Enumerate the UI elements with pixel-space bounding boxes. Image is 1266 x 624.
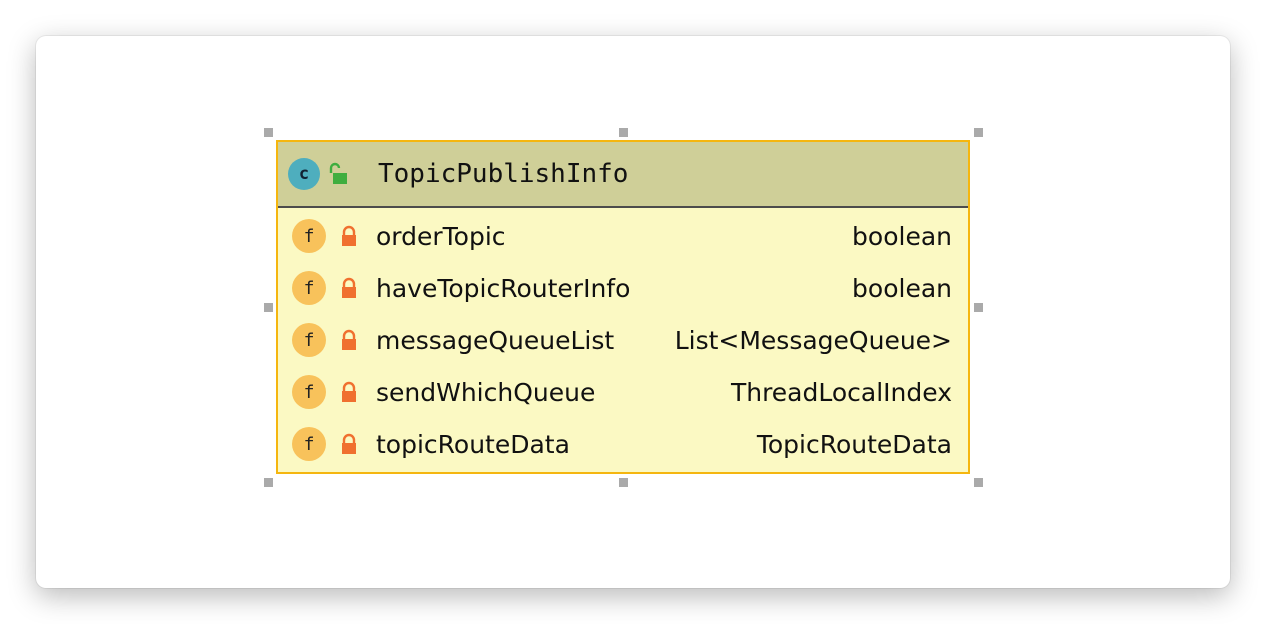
field-icon-letter: f [303, 225, 315, 247]
field-name: orderTopic [376, 221, 506, 251]
field-icon-letter: f [303, 277, 315, 299]
uml-class-node[interactable]: c TopicPublishInfo f orderTopic boolean … [276, 140, 970, 474]
field-name: topicRouteData [376, 429, 570, 459]
field-type: boolean [852, 221, 952, 251]
field-row-sendWhichQueue[interactable]: f sendWhichQueue ThreadLocalIndex [278, 366, 968, 418]
field-icon: f [292, 427, 326, 461]
class-icon-letter: c [298, 164, 310, 184]
field-icon-letter: f [303, 381, 315, 403]
field-type: List<MessageQueue> [674, 325, 952, 355]
private-lock-icon [342, 381, 356, 402]
field-row-topicRouteData[interactable]: f topicRouteData TopicRouteData [278, 418, 968, 470]
field-name: messageQueueList [376, 325, 615, 355]
private-lock-icon [342, 433, 356, 454]
resize-handle-bottom[interactable] [619, 478, 628, 487]
field-icon: f [292, 219, 326, 253]
class-name: TopicPublishInfo [378, 159, 629, 189]
private-lock-icon [342, 225, 356, 246]
private-lock-icon [342, 277, 356, 298]
resize-handle-left[interactable] [264, 303, 273, 312]
field-row-haveTopicRouterInfo[interactable]: f haveTopicRouterInfo boolean [278, 262, 968, 314]
resize-handle-bottom-left[interactable] [264, 478, 273, 487]
field-icon-letter: f [303, 329, 315, 351]
field-list: f orderTopic boolean f haveTopicRouterIn… [278, 208, 968, 470]
field-icon: f [292, 271, 326, 305]
resize-handle-right[interactable] [974, 303, 983, 312]
resize-handle-top-right[interactable] [974, 128, 983, 137]
resize-handle-bottom-right[interactable] [974, 478, 983, 487]
field-name: haveTopicRouterInfo [376, 273, 631, 303]
class-header[interactable]: c TopicPublishInfo [278, 142, 968, 208]
field-type: ThreadLocalIndex [730, 377, 952, 407]
field-type: boolean [852, 273, 952, 303]
private-lock-icon [342, 329, 356, 350]
field-icon: f [292, 375, 326, 409]
field-row-orderTopic[interactable]: f orderTopic boolean [278, 210, 968, 262]
class-icon: c [288, 158, 320, 190]
field-type: TopicRouteData [756, 429, 952, 459]
resize-handle-top[interactable] [619, 128, 628, 137]
field-icon-letter: f [303, 433, 315, 455]
resize-handle-top-left[interactable] [264, 128, 273, 137]
public-unlock-icon [329, 162, 347, 184]
field-row-messageQueueList[interactable]: f messageQueueList List<MessageQueue> [278, 314, 968, 366]
field-icon: f [292, 323, 326, 357]
field-name: sendWhichQueue [376, 377, 596, 407]
